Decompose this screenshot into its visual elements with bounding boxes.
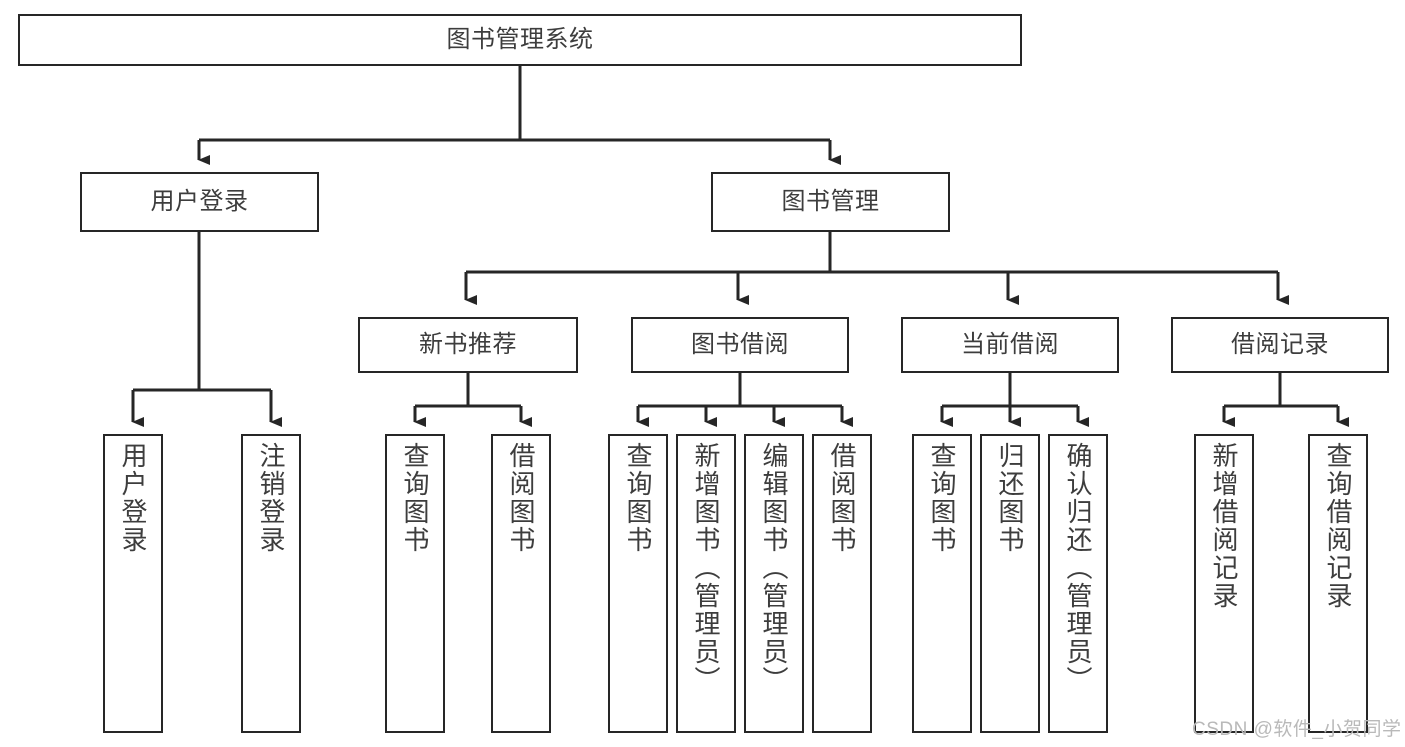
node-leaf-borrow-book-2[interactable]: 借阅图书 bbox=[812, 434, 872, 733]
node-leaf-query-book-2[interactable]: 查询图书 bbox=[608, 434, 668, 733]
node-borrow-record[interactable]: 借阅记录 bbox=[1171, 317, 1389, 373]
node-leaf-add-record-label: 新增借阅记录 bbox=[1209, 442, 1239, 610]
node-book-management[interactable]: 图书管理 bbox=[711, 172, 950, 232]
node-leaf-return-book-label: 归还图书 bbox=[995, 442, 1025, 554]
node-leaf-query-record[interactable]: 查询借阅记录 bbox=[1308, 434, 1368, 733]
node-leaf-query-book-3[interactable]: 查询图书 bbox=[912, 434, 972, 733]
node-book-borrow[interactable]: 图书借阅 bbox=[631, 317, 849, 373]
node-leaf-query-book-1-label: 查询图书 bbox=[400, 442, 430, 554]
node-leaf-query-book-3-label: 查询图书 bbox=[927, 442, 957, 554]
node-leaf-borrow-book-1[interactable]: 借阅图书 bbox=[491, 434, 551, 733]
node-leaf-query-book-2-label: 查询图书 bbox=[623, 442, 653, 554]
node-leaf-user-login-label: 用户登录 bbox=[118, 442, 148, 554]
node-leaf-add-book-label: 新增图书（管理员） bbox=[691, 442, 721, 694]
node-leaf-confirm-return[interactable]: 确认归还（管理员） bbox=[1048, 434, 1108, 733]
node-leaf-borrow-book-2-label: 借阅图书 bbox=[827, 442, 857, 554]
node-user-login[interactable]: 用户登录 bbox=[80, 172, 319, 232]
node-leaf-query-book-1[interactable]: 查询图书 bbox=[385, 434, 445, 733]
node-leaf-edit-book-label: 编辑图书（管理员） bbox=[759, 442, 789, 694]
node-leaf-return-book[interactable]: 归还图书 bbox=[980, 434, 1040, 733]
node-leaf-add-record[interactable]: 新增借阅记录 bbox=[1194, 434, 1254, 733]
node-user-login-label: 用户登录 bbox=[150, 187, 249, 215]
node-leaf-user-login[interactable]: 用户登录 bbox=[103, 434, 163, 733]
node-book-management-label: 图书管理 bbox=[781, 187, 880, 215]
node-root[interactable]: 图书管理系统 bbox=[18, 14, 1022, 66]
node-leaf-add-book[interactable]: 新增图书（管理员） bbox=[676, 434, 736, 733]
node-current-borrow[interactable]: 当前借阅 bbox=[901, 317, 1119, 373]
node-leaf-confirm-return-label: 确认归还（管理员） bbox=[1063, 442, 1093, 694]
node-current-borrow-label: 当前借阅 bbox=[961, 330, 1059, 358]
node-leaf-query-record-label: 查询借阅记录 bbox=[1323, 442, 1353, 610]
node-leaf-logout[interactable]: 注销登录 bbox=[241, 434, 301, 733]
node-leaf-edit-book[interactable]: 编辑图书（管理员） bbox=[744, 434, 804, 733]
node-leaf-logout-label: 注销登录 bbox=[256, 442, 286, 554]
node-borrow-record-label: 借阅记录 bbox=[1231, 330, 1329, 358]
node-book-borrow-label: 图书借阅 bbox=[691, 330, 789, 358]
node-leaf-borrow-book-1-label: 借阅图书 bbox=[506, 442, 536, 554]
node-root-label: 图书管理系统 bbox=[446, 25, 594, 53]
node-new-book-recommend[interactable]: 新书推荐 bbox=[358, 317, 578, 373]
watermark-text: CSDN @软件_小贺同学 bbox=[1192, 719, 1402, 740]
node-new-book-recommend-label: 新书推荐 bbox=[419, 330, 517, 358]
